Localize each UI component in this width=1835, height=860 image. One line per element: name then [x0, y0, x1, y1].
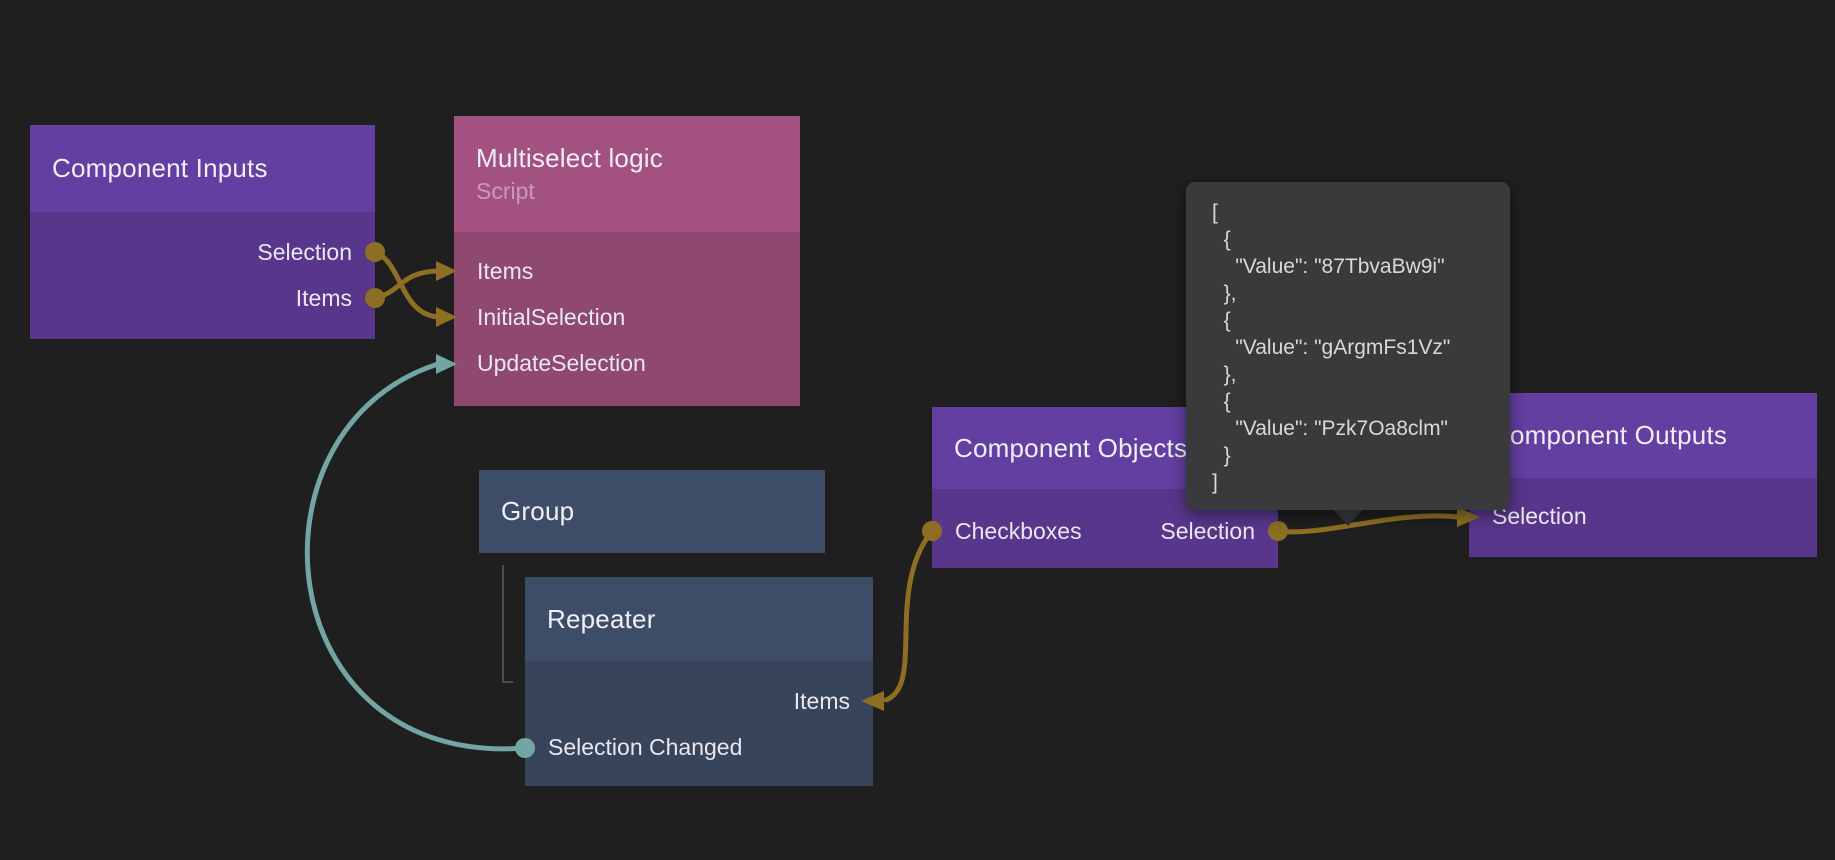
wire-selection-to-initialselection[interactable]: [372, 249, 441, 320]
port-row-selection-changed[interactable]: Selection Changed: [525, 724, 873, 770]
port-label-checkboxes: Checkboxes: [955, 517, 1082, 544]
output-port-icon-checkboxes[interactable]: [922, 521, 942, 541]
group-child-connector-line: [502, 565, 513, 683]
port-row-items[interactable]: Items: [525, 678, 873, 724]
node-header: Multiselect logic Script: [454, 116, 800, 232]
output-port-icon-selection-changed[interactable]: [515, 738, 535, 758]
node-body: Items InitialSelection UpdateSelection: [454, 232, 800, 406]
node-component-inputs[interactable]: Component Inputs Selection Items: [30, 125, 375, 339]
port-label-selection: Selection: [1160, 517, 1255, 544]
node-header: Repeater: [525, 577, 873, 661]
node-title: Component Inputs: [52, 153, 268, 183]
port-row-selection[interactable]: Selection: [30, 229, 375, 275]
node-title: Multiselect logic: [476, 143, 663, 173]
node-header: Component Inputs: [30, 125, 375, 212]
node-title: Component Outputs: [1491, 420, 1728, 450]
port-row-items[interactable]: Items: [30, 275, 375, 321]
port-row-initial-selection[interactable]: InitialSelection: [454, 294, 800, 340]
node-repeater[interactable]: Repeater Items Selection Changed: [525, 577, 873, 786]
wire-checkboxes-to-repeater-items[interactable]: [883, 528, 935, 703]
port-label: Items: [477, 257, 534, 284]
node-title: Component Objects: [954, 432, 1188, 463]
node-body: Items Selection Changed: [525, 661, 873, 786]
output-port-icon-inputs-items[interactable]: [365, 288, 385, 308]
node-body: Checkboxes Selection: [932, 489, 1278, 568]
node-component-outputs[interactable]: Component Outputs Selection: [1469, 393, 1817, 557]
input-arrow-icon-items[interactable]: [436, 261, 457, 281]
port-row-checkboxes-selection[interactable]: Checkboxes Selection: [932, 508, 1278, 554]
node-header: Group: [479, 470, 825, 553]
node-title: Group: [501, 496, 575, 526]
port-row-items[interactable]: Items: [454, 248, 800, 294]
port-label: InitialSelection: [477, 303, 626, 330]
port-label: Selection: [257, 238, 352, 265]
input-arrow-icon-outputs-selection[interactable]: [1457, 507, 1480, 527]
node-header: Component Outputs: [1469, 393, 1817, 478]
tooltip-json-text: [ { "Value": "87TbvaBw9i" }, { "Value": …: [1212, 201, 1451, 494]
output-port-icon-inputs-selection[interactable]: [365, 242, 385, 262]
tooltip-pointer-icon: [1334, 510, 1362, 526]
value-preview-tooltip: [ { "Value": "87TbvaBw9i" }, { "Value": …: [1186, 182, 1510, 526]
node-title: Repeater: [547, 603, 656, 634]
node-body: Selection Items: [30, 212, 375, 339]
input-arrow-icon-repeater-items[interactable]: [861, 691, 884, 711]
input-arrow-icon-updateselection[interactable]: [436, 354, 457, 374]
input-arrow-icon-initialselection[interactable]: [436, 307, 457, 327]
node-subtitle: Script: [476, 178, 535, 204]
port-label: Selection Changed: [548, 733, 743, 760]
wire-objects-selection-to-outputs-selection[interactable]: [1275, 513, 1461, 535]
port-row-update-selection[interactable]: UpdateSelection: [454, 340, 800, 386]
wire-selectionchanged-to-updateselection[interactable]: [304, 361, 528, 752]
port-row-selection[interactable]: Selection: [1469, 493, 1817, 539]
node-group[interactable]: Group: [479, 470, 825, 553]
node-body: Selection: [1469, 478, 1817, 557]
node-multiselect-logic[interactable]: Multiselect logic Script Items InitialSe…: [454, 116, 800, 406]
port-label: UpdateSelection: [477, 349, 646, 376]
port-label: Items: [793, 687, 850, 714]
output-port-icon-objects-selection[interactable]: [1268, 521, 1288, 541]
port-label: Items: [295, 284, 352, 311]
